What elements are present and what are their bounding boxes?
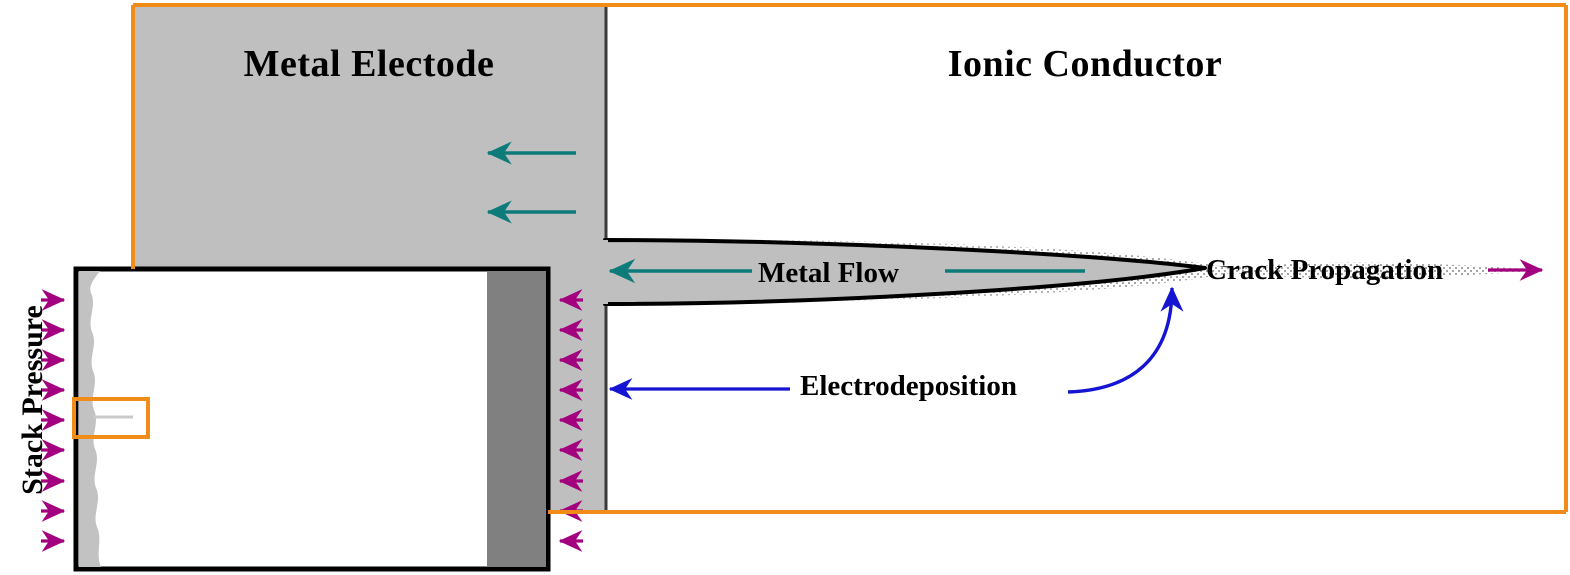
metal-electrode-label: Metal Electode	[243, 43, 495, 85]
callout-frame	[131, 3, 1568, 514]
electrodeposition-annotation	[608, 286, 1184, 400]
inset-anode-band	[79, 271, 101, 567]
stack-pressure-label: Stack Pressure	[16, 305, 49, 495]
electrodeposition-label: Electrodeposition	[800, 370, 1017, 402]
inset-highlight-box	[72, 397, 150, 439]
electrodeposition-curved-arrow	[1067, 286, 1184, 394]
stack-pressure-arrows-left	[41, 289, 66, 552]
ionic-conductor-label: Ionic Conductor	[947, 43, 1223, 85]
inset-cathode-band	[487, 271, 546, 567]
metal-flow-arrows	[486, 141, 576, 224]
metal-flow-label: Metal Flow	[758, 257, 899, 289]
cell-stack-inset	[72, 266, 551, 572]
metal-electrode-region	[133, 4, 605, 512]
crack-propagation-label: Crack Propagation	[1206, 254, 1444, 286]
